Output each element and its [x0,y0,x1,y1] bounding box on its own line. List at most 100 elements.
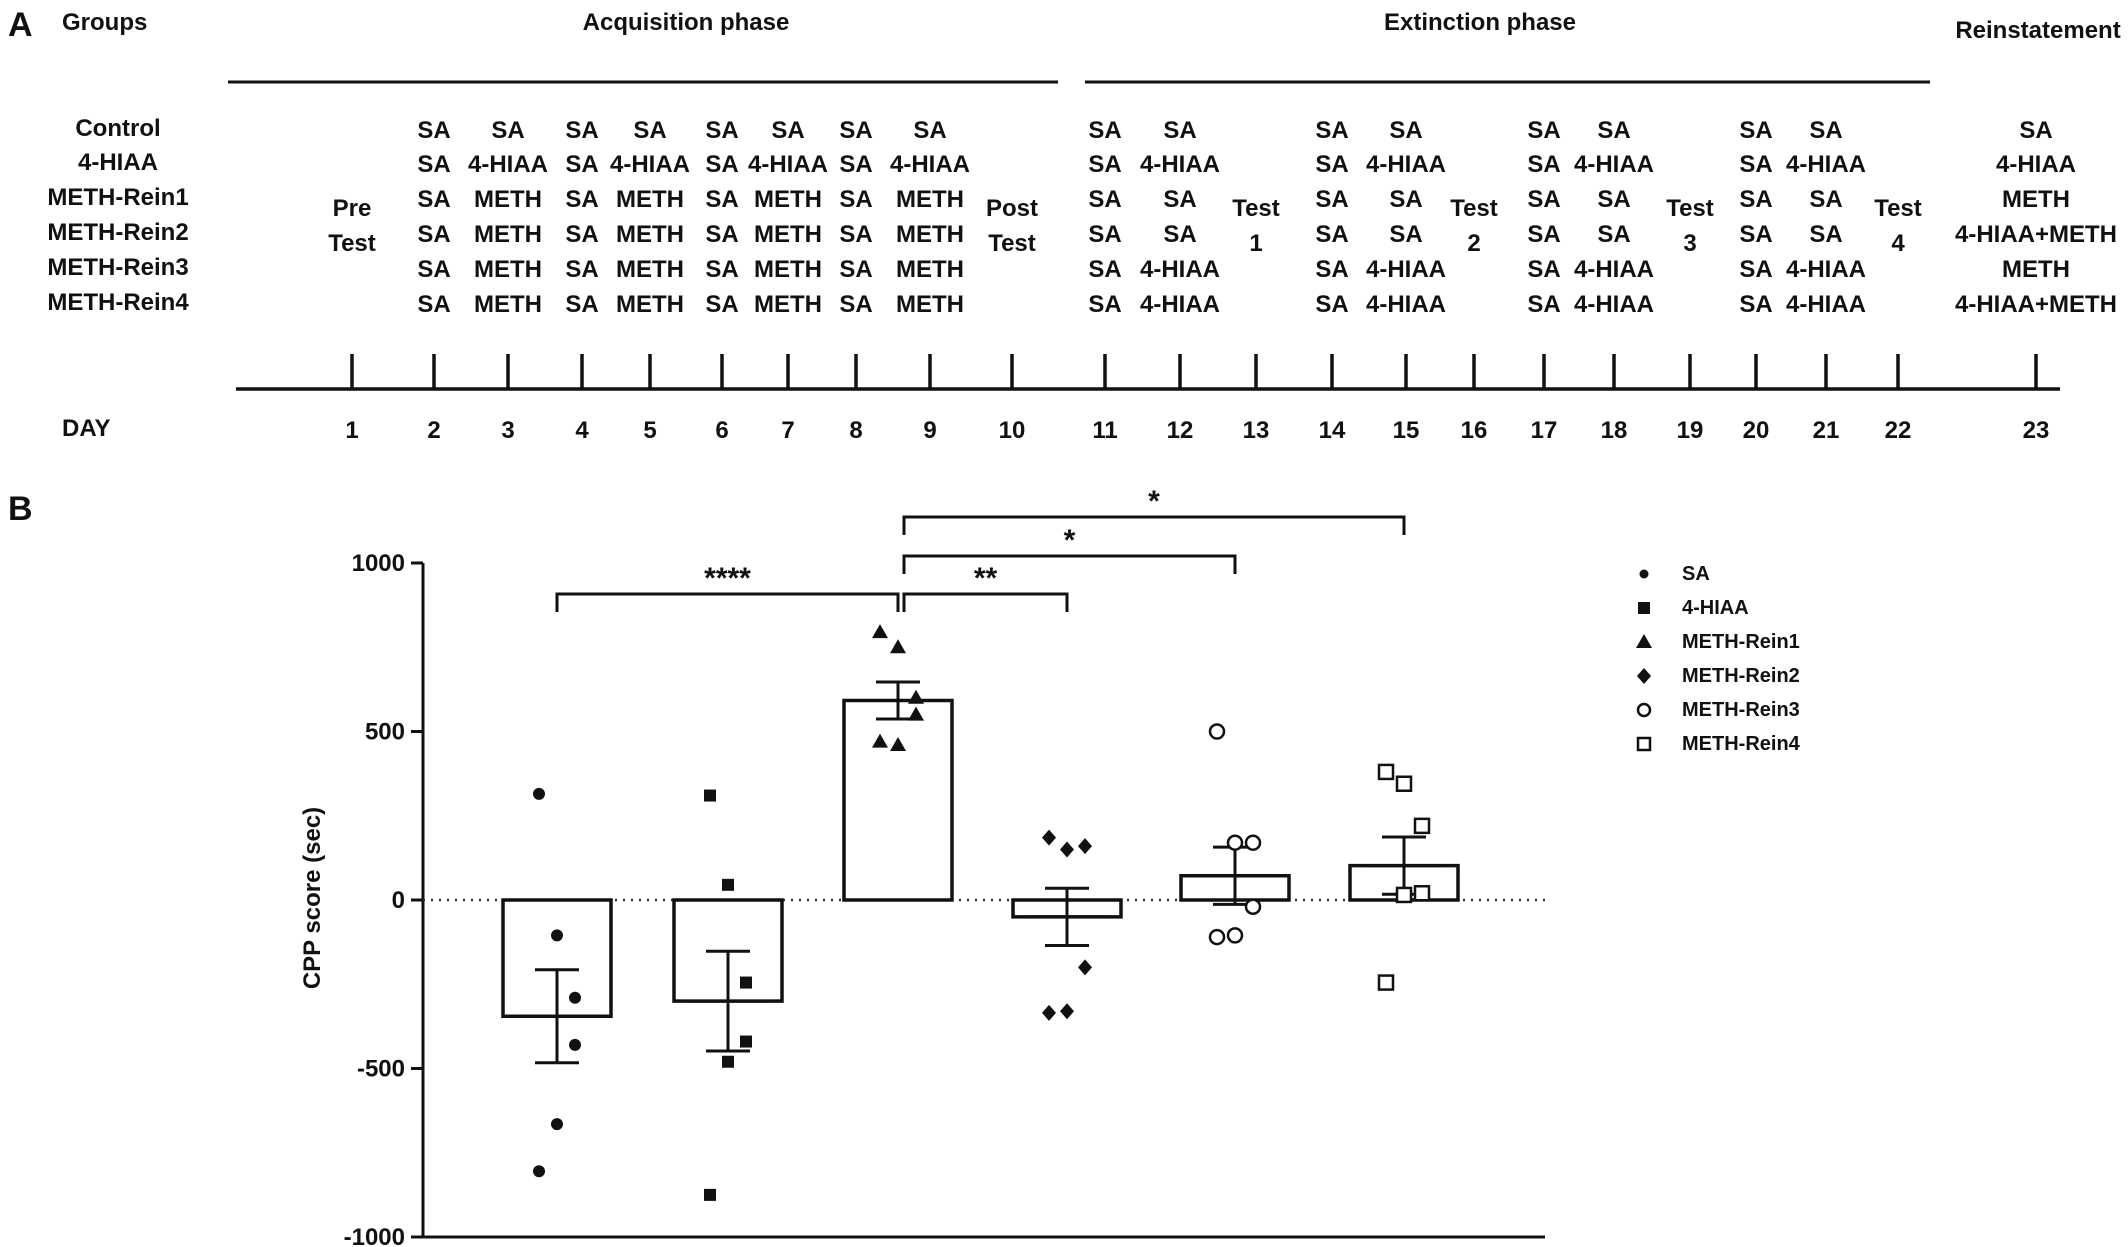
schedule-cell: SA [1527,221,1560,248]
data-point [1042,1004,1056,1021]
schedule-cell: SA [1315,291,1348,318]
schedule-columns: PreTestSASASASASASASA4-HIAAMETHMETHMETHM… [328,117,2117,318]
schedule-cell: SA [565,291,598,318]
day-number: 23 [2023,417,2050,444]
day-number: 1 [345,417,358,444]
schedule-cell: 4-HIAA [468,151,548,178]
schedule-cell: SA [1163,117,1196,144]
schedule-cell: 4-HIAA+METH [1955,221,2117,248]
data-point [872,733,888,748]
schedule-cell: SA [1088,117,1121,144]
schedule-cell: SA [1809,117,1842,144]
schedule-cell: SA [1163,221,1196,248]
timeline-ticks [350,354,2038,389]
significance-label: **** [704,562,751,595]
legend-item: METH-Rein2 [1637,665,1800,687]
legend-marker [1638,602,1650,614]
schedule-cell: SA [913,117,946,144]
schedule-cell: Test [1232,195,1280,222]
groups-header: Groups [62,9,147,36]
schedule-cell: METH [616,291,684,318]
legend-label: 4-HIAA [1682,597,1749,619]
y-tick-label: 1000 [352,550,405,577]
schedule-cell: SA [1389,221,1422,248]
data-point [890,736,906,751]
data-point [1395,775,1413,792]
schedule-cell: Test [328,230,376,257]
panel-b-label: B [8,490,33,528]
data-points [533,624,1431,1201]
day-number: 5 [643,417,656,444]
schedule-cell: METH [896,221,964,248]
data-point [1244,898,1262,915]
day-label: DAY [62,415,110,442]
data-point [1377,974,1395,991]
schedule-cell: SA [1739,291,1772,318]
schedule-cell: SA [565,256,598,283]
schedule-cell: METH [754,256,822,283]
day-number: 11 [1092,417,1117,444]
data-point [1244,834,1262,851]
day-number: 7 [781,417,794,444]
schedule-cell: SA [1527,186,1560,213]
schedule-cell: SA [1315,256,1348,283]
day-number: 10 [999,417,1026,444]
schedule-cell: Test [1874,195,1922,222]
day-number: 19 [1677,417,1704,444]
y-tick-label: 0 [392,887,405,914]
schedule-cell: METH [474,291,542,318]
data-point [1377,763,1395,781]
schedule-cell: SA [417,221,450,248]
schedule-cell: SA [1739,186,1772,213]
data-point [704,789,716,802]
data-point [908,706,924,721]
group-label: METH-Rein1 [47,184,188,211]
schedule-cell: SA [705,291,738,318]
data-point [533,1165,545,1178]
schedule-cell: METH [616,221,684,248]
data-point [908,689,924,704]
data-point [722,878,734,891]
schedule-cell: SA [1088,186,1121,213]
schedule-cell: 4-HIAA [1140,256,1220,283]
schedule-cell: METH [2002,186,2070,213]
schedule-cell: SA [771,117,804,144]
schedule-cell: SA [1315,186,1348,213]
schedule-cell: 4-HIAA [748,151,828,178]
legend-item: METH-Rein1 [1636,631,1800,653]
schedule-cell: SA [1597,221,1630,248]
bracket-line [902,554,1237,574]
schedule-cell: SA [565,151,598,178]
schedule-cell: Post [986,195,1038,222]
schedule-cell: SA [705,256,738,283]
schedule-cell: 4-HIAA [1140,151,1220,178]
schedule-cell: SA [1163,186,1196,213]
schedule-cell: METH [754,186,822,213]
schedule-cell: SA [1527,291,1560,318]
schedule-cell: SA [565,186,598,213]
legend-label: METH-Rein2 [1682,665,1800,687]
data-point [1413,885,1431,902]
data-point [533,787,545,800]
schedule-cell: SA [491,117,524,144]
schedule-cell: SA [1088,291,1121,318]
legend-marker [1639,569,1649,579]
day-number: 6 [715,417,728,444]
schedule-cell: METH [896,291,964,318]
schedule-cell: Test [1666,195,1714,222]
schedule-cell: 4-HIAA [1786,291,1866,318]
schedule-cell: SA [839,186,872,213]
significance-bracket: * [902,485,1406,535]
schedule-cell: 4-HIAA [1366,291,1446,318]
